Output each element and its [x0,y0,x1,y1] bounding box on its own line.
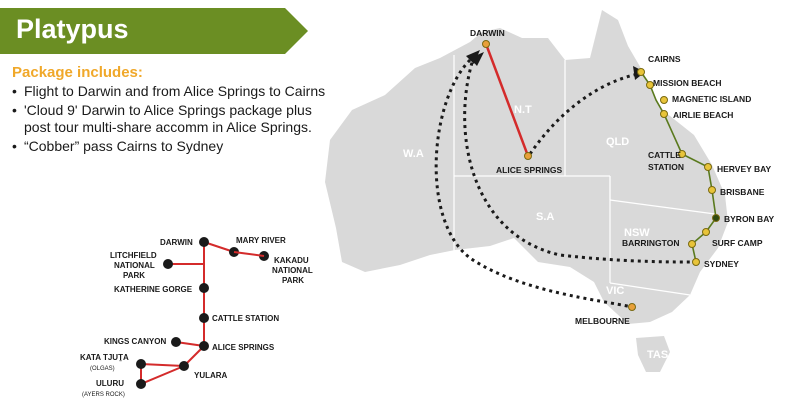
inset-stop-darwin [199,237,209,247]
stop-alice-springs [524,152,532,160]
banner-shape [0,8,308,54]
arrow-darwin-2 [470,52,484,66]
city-label-surf-camp: SURF CAMP [712,238,763,248]
stop-barrington [688,240,696,248]
inset-stops [136,237,269,389]
stop-brisbane [708,186,716,194]
inset-label-ayers-rock: (AYERS ROCK) [82,392,125,398]
inset-label-uluru: ULURU [96,379,124,388]
city-label-cattle: CATTLE [648,150,681,160]
state-borders [453,55,716,296]
stop-cairns [637,68,645,76]
stop-airlie-beach [660,110,668,118]
state-label-qld: QLD [606,136,629,148]
tasmania [636,336,670,372]
package-item-cloud9: 'Cloud 9' Darwin to Alice Springs packag… [12,102,332,136]
inset-stop-alice-springs [199,341,209,351]
inset-label-litchfield-1: LITCHFIELD [110,251,157,260]
arc-melbourne [434,58,633,309]
state-label-vic: VIC [606,285,624,297]
package-item-flights: Flight to Darwin and from Alice Springs … [12,83,332,100]
inset-stop-kata-tjuta [136,359,146,369]
city-label-darwin: DARWIN [470,28,505,38]
stop-cattle-station [678,150,686,158]
inset-label-alice-springs: ALICE SPRINGS [212,343,275,352]
inset-label-litchfield-2: NATIONAL [114,261,155,270]
page-title: Platypus [16,14,129,44]
city-label-melbourne: MELBOURNE [575,316,630,326]
stop-sydney [692,258,700,266]
stop-mission-beach [646,81,654,89]
city-label-byron-bay: BYRON BAY [724,214,775,224]
inset-stop-litchfield [163,259,173,269]
inset-label-kakadu-2: NATIONAL [272,266,313,275]
flight-arcs [434,55,691,309]
inset-stop-uluru [136,379,146,389]
city-label-magnetic-island: MAGNETIC ISLAND [672,94,751,104]
city-label-brisbane: BRISBANE [720,187,765,197]
inset-label-kata-tjuta: KATA TJUṮA [80,353,129,362]
city-label-alice-springs: ALICE SPRINGS [496,165,562,175]
stop-surf-camp [702,228,710,236]
package-list: Flight to Darwin and from Alice Springs … [12,83,332,155]
stop-darwin [482,40,490,48]
city-label-airlie-beach: AIRLIE BEACH [673,110,733,120]
city-label-barrington: BARRINGTON [622,238,679,248]
city-label-hervey-bay: HERVEY BAY [717,164,772,174]
inset-diagram: DARWIN MARY RIVER KAKADU NATIONAL PARK L… [80,236,313,398]
inset-label-darwin: DARWIN [160,238,193,247]
city-label-station: STATION [648,162,684,172]
city-label-cairns: CAIRNS [648,54,681,64]
inset-stop-katherine [199,283,209,293]
inset-label-kings-canyon: KINGS CANYON [104,337,166,346]
inset-label-yulara: YULARA [194,371,228,380]
state-label-sa: S.A [536,211,554,223]
australia-mainland [325,10,728,324]
inset-stop-kings-canyon [171,337,181,347]
inset-label-litchfield-3: PARK [123,271,145,280]
state-label-nsw: NSW [624,227,650,239]
inset-label-kakadu-3: PARK [282,276,304,285]
stop-byron-bay [712,214,720,222]
arc-sydney [463,55,691,264]
inset-label-olgas: (OLGAS) [90,366,115,372]
inset-stop-cattle-station [199,313,209,323]
title-banner: Platypus [0,8,310,54]
stop-magnetic-island [660,96,668,104]
package-includes: Package includes: Flight to Darwin and f… [12,64,332,157]
stop-melbourne [628,303,636,311]
inset-label-katherine-gorge: KATHERINE GORGE [114,285,193,294]
route-darwin-alice [484,43,530,157]
inset-stop-yulara [179,361,189,371]
inset-label-mary-river: MARY RIVER [236,236,286,245]
package-heading: Package includes: [12,64,143,81]
inset-label-kakadu-1: KAKADU [274,256,309,265]
stop-hervey-bay [704,163,712,171]
map-stops [482,40,720,311]
state-label-wa: W.A [403,148,424,160]
city-label-sydney: SYDNEY [704,259,739,269]
state-label-tas: TAS [647,349,668,361]
city-label-mission-beach: MISSION BEACH [653,78,721,88]
inset-label-cattle-station: CATTLE STATION [212,314,279,323]
state-label-nt: N.T [514,104,532,116]
package-item-cobber-pass: “Cobber” pass Cairns to Sydney [12,138,332,155]
